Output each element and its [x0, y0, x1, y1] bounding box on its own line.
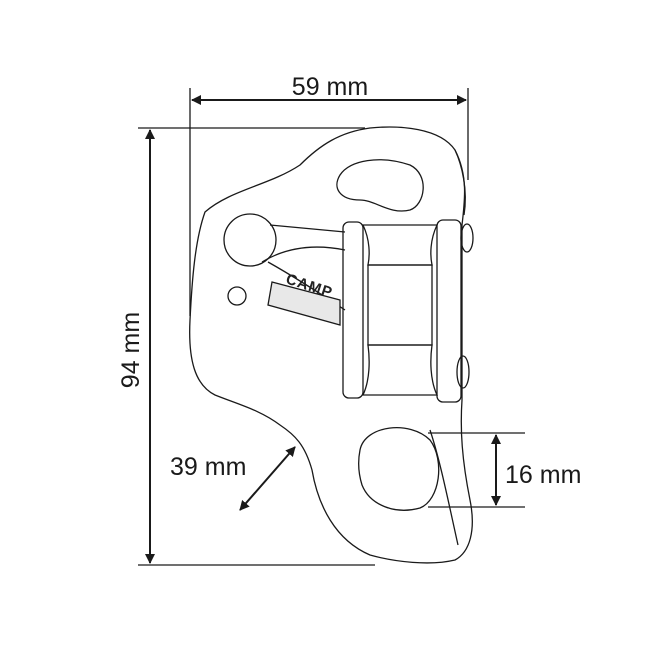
- top-slot: [336, 159, 424, 212]
- pulley-lower: [361, 344, 439, 396]
- hole-dimension: [428, 432, 525, 508]
- device-outline: [189, 126, 474, 564]
- pulley-axle: [367, 264, 433, 346]
- bottom-hole: [358, 427, 440, 511]
- height-dimension: [138, 127, 375, 566]
- bolt-top: [460, 223, 474, 253]
- width-label: 59 mm: [292, 73, 368, 101]
- hole-label: 16 mm: [505, 461, 581, 489]
- diagonal-dimension: [239, 446, 296, 511]
- width-dimension: [189, 88, 469, 316]
- diagonal-label: 39 mm: [170, 453, 246, 481]
- right-plate: [436, 219, 462, 403]
- small-hole: [227, 286, 247, 306]
- bolt-bottom: [456, 355, 470, 389]
- logo-plate: [267, 281, 341, 326]
- pulley-side-plate: [342, 221, 364, 399]
- axle-circle: [223, 213, 277, 267]
- pulley-upper: [361, 224, 439, 266]
- height-label: 94 mm: [117, 312, 145, 388]
